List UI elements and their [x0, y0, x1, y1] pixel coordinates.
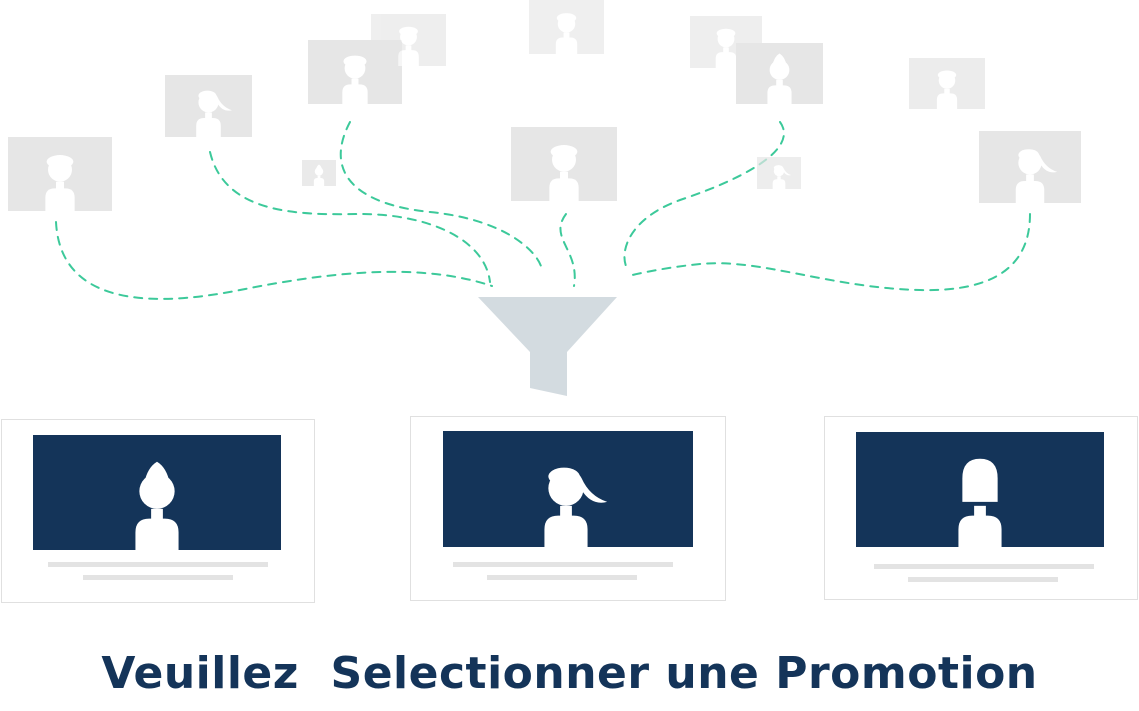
dashed-paths [55, 121, 1031, 300]
funnel-shape [478, 297, 617, 396]
candidate-pool [8, 0, 1081, 211]
candidate-photo [302, 160, 336, 186]
dashed-path [339, 121, 543, 271]
text-line [453, 562, 673, 567]
text-line [48, 562, 268, 567]
selected-profiles [1, 416, 1138, 603]
candidate-photo [979, 131, 1081, 203]
dashed-path [559, 213, 576, 287]
text-line [487, 575, 637, 580]
text-line [83, 575, 233, 580]
candidate-photo [909, 58, 985, 109]
funnel-icon [478, 297, 617, 396]
candidate-photo [371, 14, 446, 66]
candidate-photo [8, 137, 112, 211]
candidate-photo [511, 127, 617, 201]
dashed-path [55, 221, 493, 300]
dashed-path [627, 213, 1031, 292]
dashed-path [209, 151, 491, 283]
candidate-photo [757, 157, 801, 189]
text-line [874, 564, 1094, 569]
dashed-path [623, 121, 785, 267]
candidate-photo [736, 43, 823, 104]
candidate-photo [165, 75, 252, 137]
candidate-photo [529, 0, 604, 55]
page-title: Veuillez Selectionner une Promotion [101, 648, 1038, 699]
selected-profile-card [1, 419, 315, 603]
text-line [908, 577, 1058, 582]
selected-profile-card [410, 416, 726, 601]
selected-profile-card [824, 416, 1138, 600]
